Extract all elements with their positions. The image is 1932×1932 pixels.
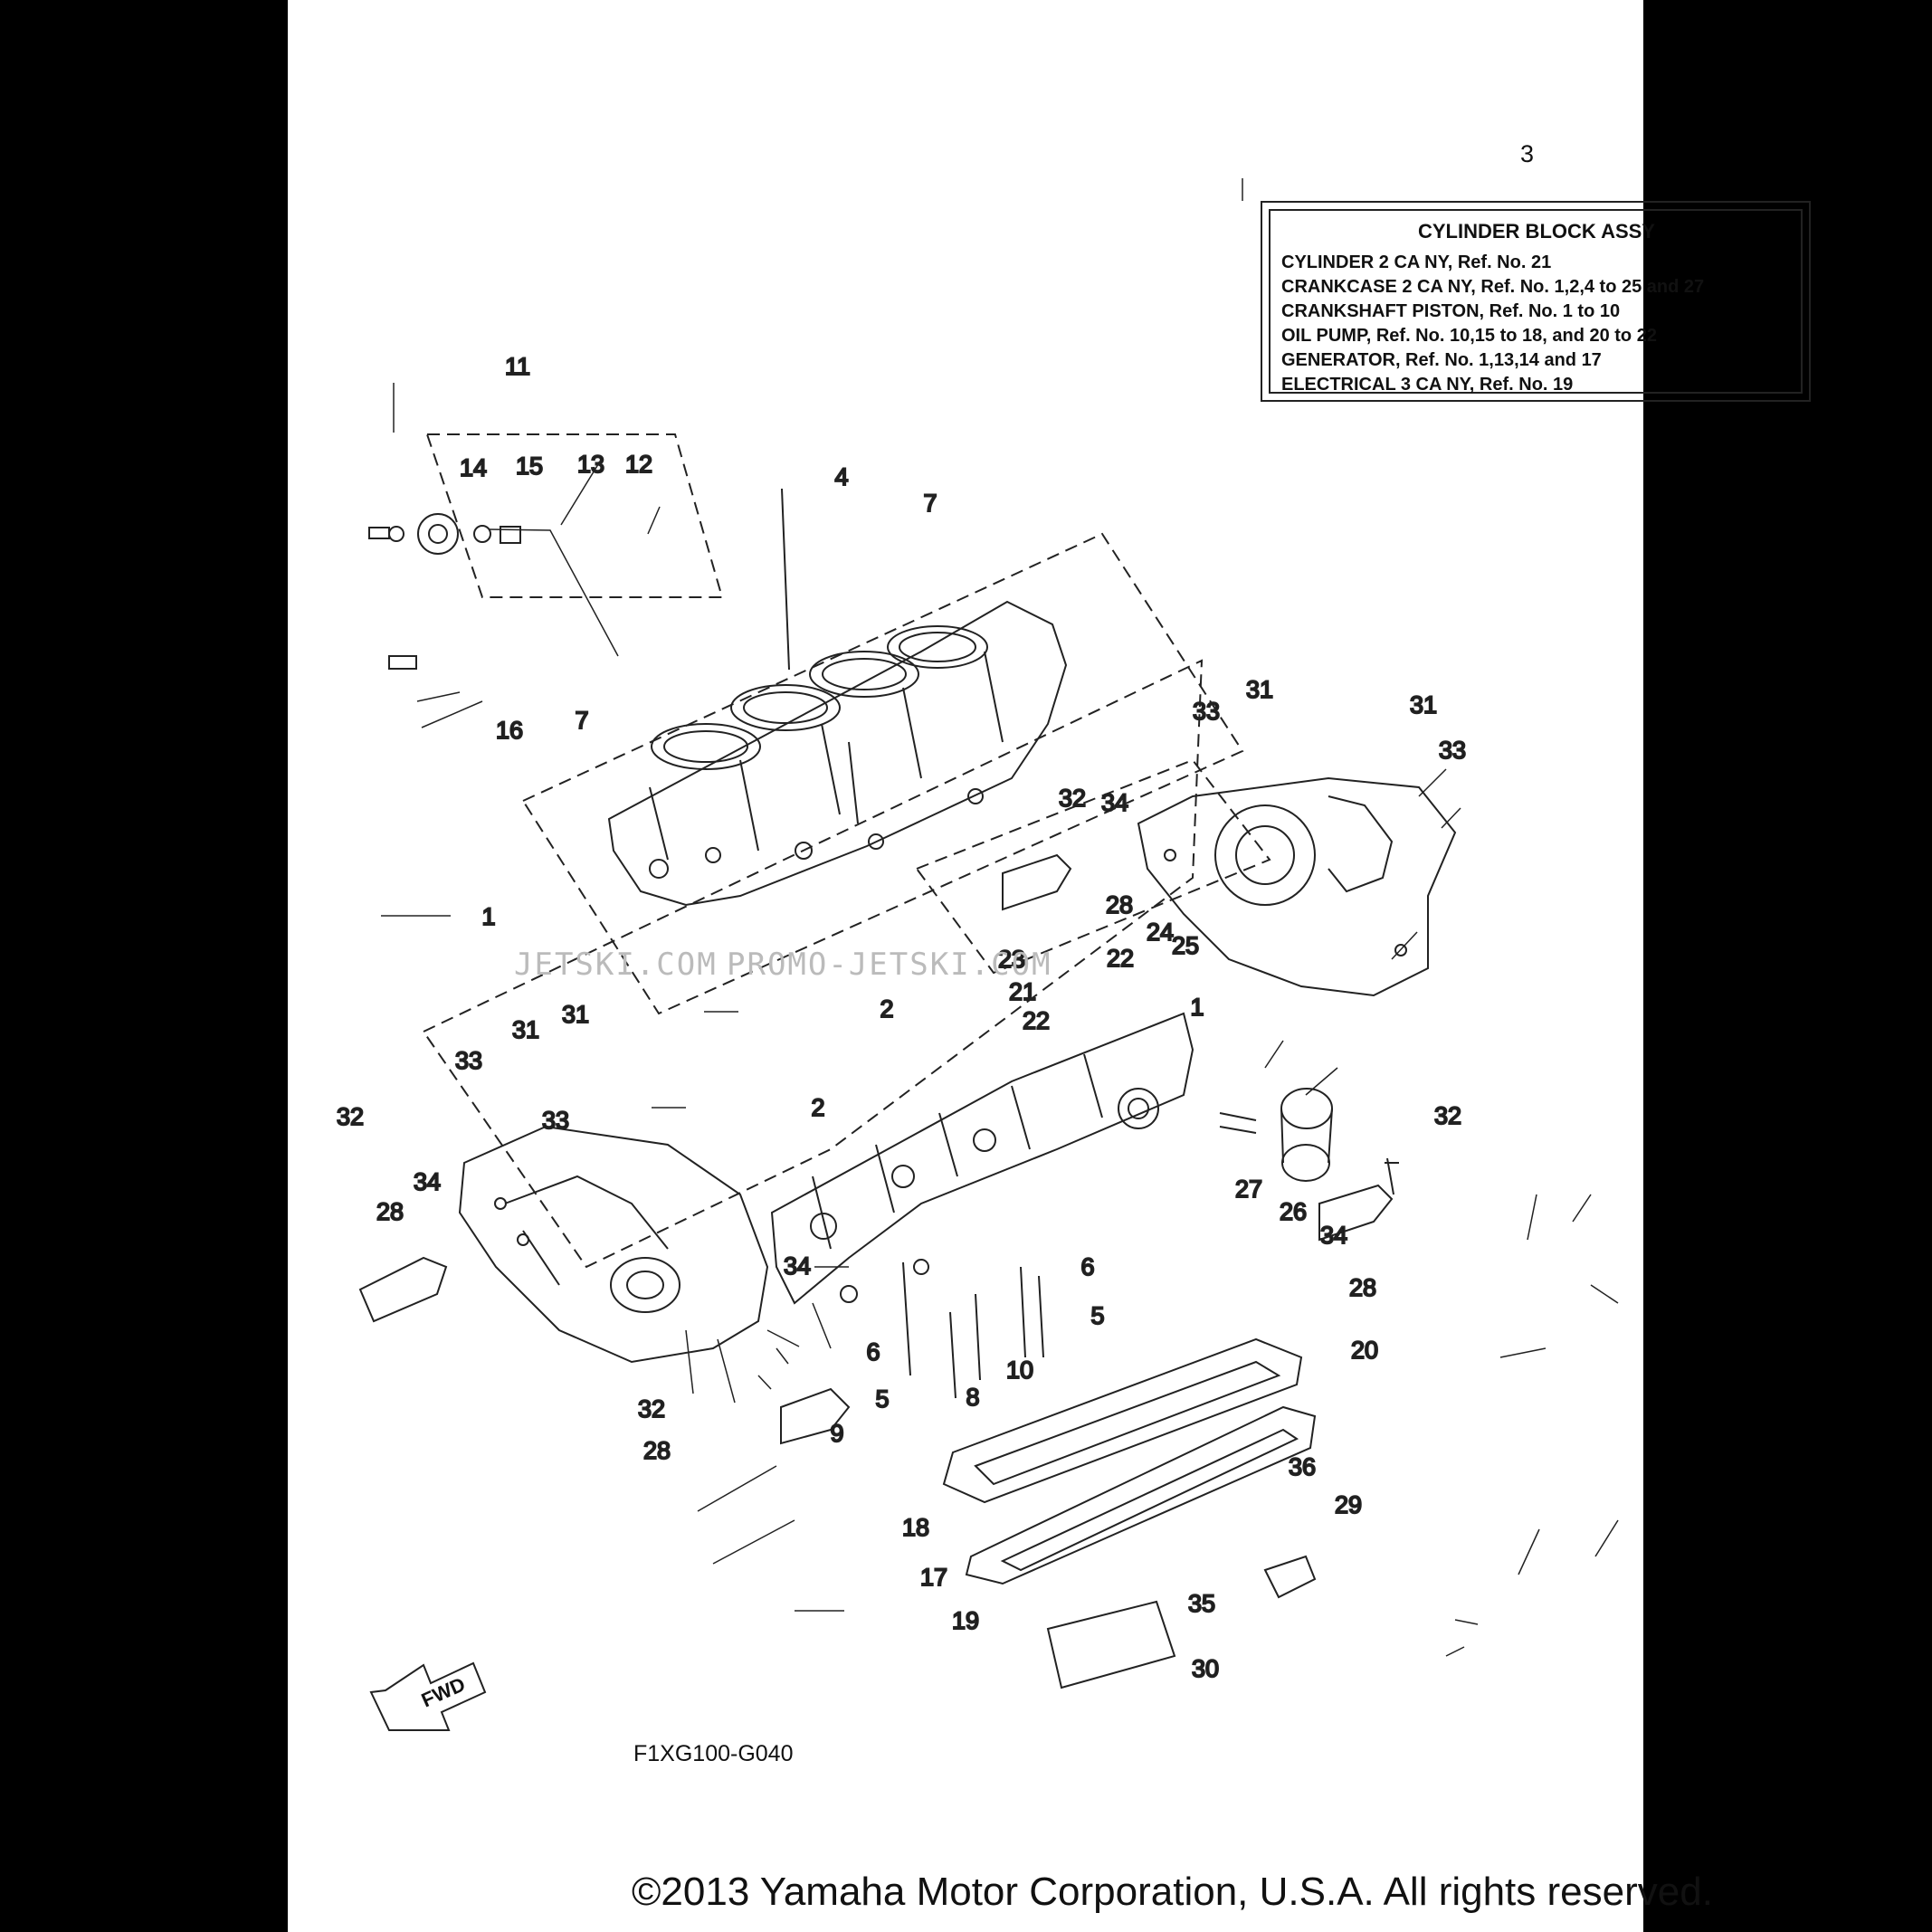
callout-26: 26: [1280, 1198, 1307, 1225]
callout-23: 23: [998, 946, 1025, 973]
oil-pump-group-outline: [915, 758, 1271, 975]
copyright-text: ©2013 Yamaha Motor Corporation, U.S.A. A…: [632, 1870, 1713, 1914]
diagram-code: F1XG100-G040: [633, 1741, 794, 1766]
fwd-arrow-icon: FWD: [369, 1661, 487, 1731]
callout-2a: 2: [880, 995, 893, 1023]
callout-31a: 31: [1246, 676, 1273, 703]
fwd-label: FWD: [418, 1672, 469, 1711]
legend-line: GENERATOR, Ref. No. 1,13,14 and 17: [1281, 350, 1602, 370]
callout-7a: 7: [923, 490, 937, 517]
bolts-shape: [368, 488, 1399, 1399]
oil-pan-shape: [942, 1337, 1317, 1585]
callout-8: 8: [966, 1384, 979, 1411]
filter-group-outline: [425, 433, 724, 598]
callout-31b: 31: [1410, 691, 1437, 719]
callout-33a: 33: [1193, 698, 1220, 725]
oil-filter-shape: [1219, 1088, 1333, 1182]
callout-11: 11: [505, 353, 530, 380]
callout-5a: 5: [1090, 1302, 1104, 1329]
legend-box-ref-number: 3: [1520, 140, 1535, 167]
callout-31c: 31: [512, 1016, 539, 1043]
legend-box-inner: CYLINDER BLOCK ASSY CYLINDER 2 CA NY, Re…: [1269, 209, 1803, 395]
callout-34d: 34: [784, 1252, 811, 1280]
legend-line: CYLINDER 2 CA NY, Ref. No. 21: [1281, 252, 1552, 272]
diagram-sheet: 1 1 2 2 4 5 5 6 6 7 7 8 9 10 11 12 13 14…: [288, 0, 1811, 1932]
left-cover-shape: [458, 1125, 769, 1364]
crankcase-group-outline: [422, 659, 1204, 1269]
callout-36: 36: [1289, 1453, 1316, 1480]
callout-34b: 34: [414, 1168, 441, 1195]
group-outlines: [422, 433, 1271, 1269]
callout-18: 18: [902, 1514, 929, 1541]
callout-1: 1: [481, 903, 495, 930]
callout-6b: 6: [866, 1338, 880, 1366]
callout-1b: 1: [1190, 994, 1204, 1021]
callout-34c: 34: [1320, 1222, 1347, 1249]
callout-9: 9: [830, 1420, 843, 1447]
callout-32b: 32: [337, 1103, 364, 1130]
callout-29: 29: [1335, 1491, 1362, 1518]
callout-21: 21: [1009, 978, 1036, 1005]
callout-34a: 34: [1101, 789, 1128, 816]
callout-15: 15: [516, 452, 543, 480]
callout-2b: 2: [811, 1094, 824, 1121]
callout-30: 30: [1192, 1655, 1219, 1682]
callout-25: 25: [1172, 932, 1199, 959]
cylinder-block-shape: [607, 600, 1068, 907]
callout-32c: 32: [1434, 1102, 1461, 1129]
callout-31d: 31: [562, 1001, 589, 1028]
callout-14: 14: [460, 454, 487, 481]
exploded-parts-diagram: 1 1 2 2 4 5 5 6 6 7 7 8 9 10 11 12 13 14…: [336, 178, 1619, 1731]
callout-17: 17: [920, 1564, 947, 1591]
callout-28d: 28: [643, 1437, 671, 1464]
callout-35: 35: [1188, 1590, 1215, 1617]
legend-line: ELECTRICAL 3 CA NY, Ref. No. 19: [1281, 375, 1574, 395]
callout-13: 13: [577, 451, 604, 478]
watermark-right: PROMO-JETSKI.COM: [727, 947, 1052, 983]
callout-22b: 22: [1023, 1007, 1050, 1034]
callout-10: 10: [1006, 1356, 1033, 1384]
callout-12: 12: [625, 451, 652, 478]
leader-lines: [381, 178, 1619, 1657]
legend-box-title: CYLINDER BLOCK ASSY: [1418, 220, 1655, 243]
callout-33b: 33: [1439, 737, 1466, 764]
callout-28c: 28: [1349, 1274, 1376, 1301]
callout-7b: 7: [575, 707, 588, 734]
right-cover-shape: [1137, 776, 1457, 997]
callout-33d: 33: [542, 1107, 569, 1134]
watermark-left: JETSKI.COM: [514, 947, 718, 983]
engine-mounts-shape: [358, 853, 1394, 1689]
callout-19: 19: [952, 1607, 979, 1634]
legend-box: CYLINDER BLOCK ASSY CYLINDER 2 CA NY, Re…: [1261, 201, 1811, 402]
callout-32d: 32: [638, 1395, 665, 1423]
callout-labels: 1 1 2 2 4 5 5 6 6 7 7 8 9 10 11 12 13 14…: [336, 352, 1467, 1683]
callout-33c: 33: [455, 1047, 482, 1074]
crankcase-upper-shape: [770, 1012, 1194, 1305]
legend-line: CRANKSHAFT PISTON, Ref. No. 1 to 10: [1281, 301, 1621, 321]
callout-5b: 5: [875, 1385, 889, 1413]
callout-6a: 6: [1080, 1253, 1094, 1280]
callout-4: 4: [834, 463, 848, 490]
callout-32a: 32: [1059, 785, 1086, 812]
cylinder-group-outline: [521, 532, 1244, 1015]
callout-28b: 28: [376, 1198, 404, 1225]
callout-20: 20: [1351, 1337, 1378, 1364]
callout-22a: 22: [1107, 945, 1134, 972]
callout-24: 24: [1147, 918, 1174, 946]
callout-27: 27: [1235, 1175, 1262, 1203]
callout-28a: 28: [1106, 891, 1133, 918]
callout-16: 16: [496, 717, 523, 744]
legend-line: CRANKCASE 2 CA NY, Ref. No. 1,2,4 to 25 …: [1281, 277, 1705, 297]
legend-line: OIL PUMP, Ref. No. 10,15 to 18, and 20 t…: [1281, 326, 1657, 346]
